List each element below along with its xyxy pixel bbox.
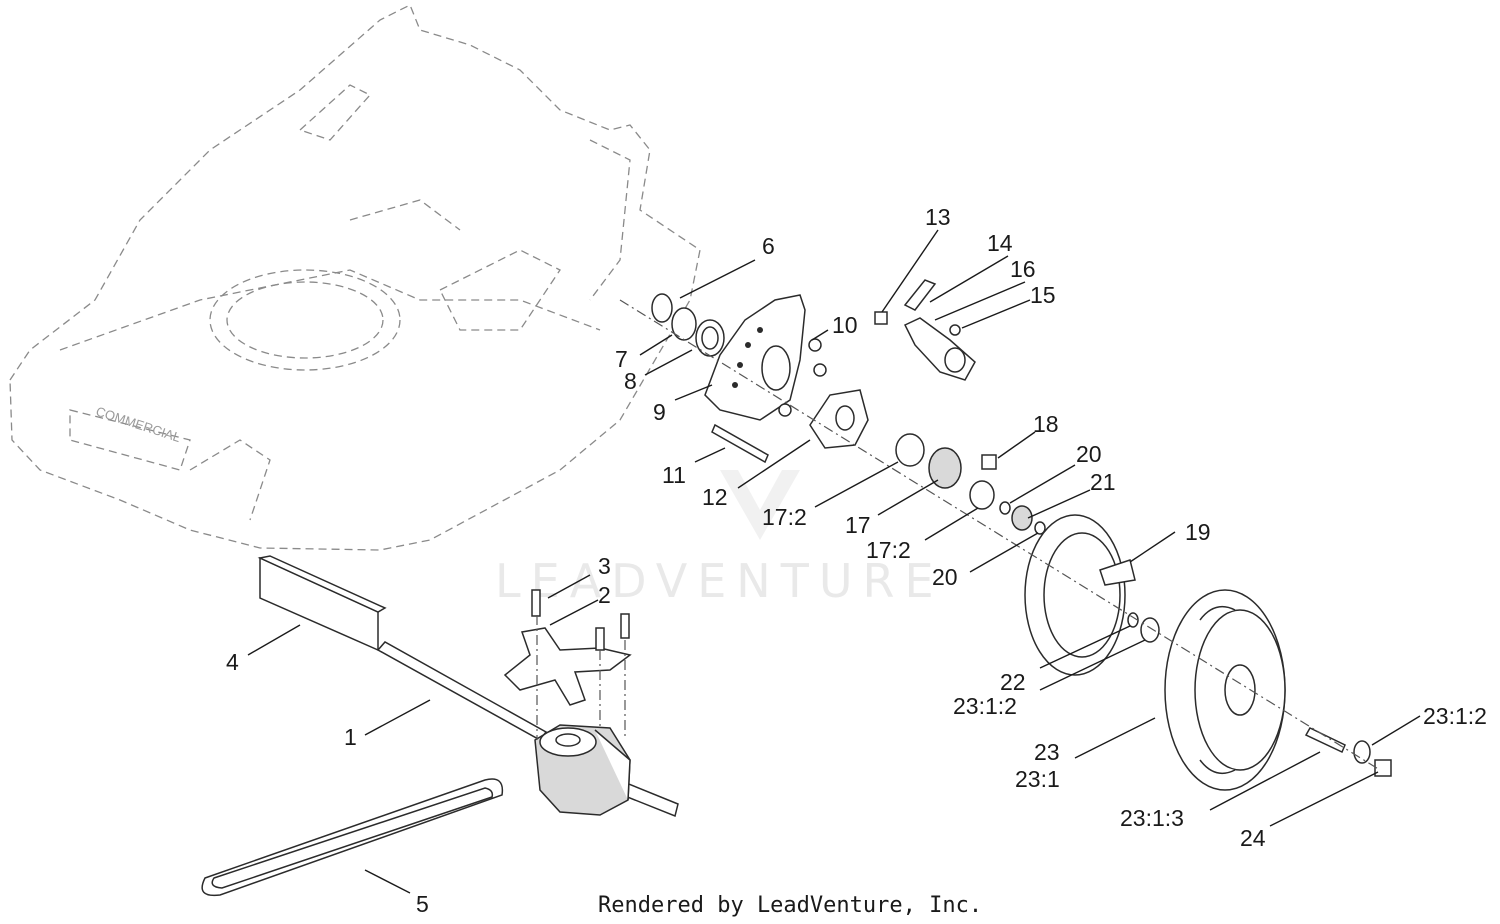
wheel-washers <box>1127 612 1160 643</box>
callout-20-upper: 20 <box>1076 441 1102 467</box>
watermark: LEADVENTURE <box>495 554 944 608</box>
mower-deck-outline <box>9 4 701 551</box>
callout-24: 24 <box>1240 825 1266 851</box>
callout-11: 11 <box>662 462 686 488</box>
callout-23-1: 23:1 <box>1015 766 1060 792</box>
wheel-hubcap <box>1024 514 1136 676</box>
drive-belt <box>201 778 504 897</box>
assembly-centerline <box>619 299 1381 771</box>
height-lever <box>874 279 976 381</box>
wheel-tire <box>1164 589 1286 791</box>
callout-4: 4 <box>226 649 239 675</box>
hub-spacers <box>895 433 1046 535</box>
callout-22: 22 <box>1000 669 1026 695</box>
callout-23-1-2-left: 23:1:2 <box>953 693 1017 719</box>
axle-hardware <box>1304 727 1392 777</box>
callout-7: 7 <box>615 346 628 372</box>
footer-credit: Rendered by LeadVenture, Inc. <box>598 893 982 918</box>
callout-20-lower: 20 <box>932 564 958 590</box>
callout-13: 13 <box>925 204 951 230</box>
leader-lines <box>247 229 1421 894</box>
callout-labels: 1 2 3 4 5 6 7 8 9 10 11 12 13 14 15 16 1… <box>226 204 1487 917</box>
callout-10: 10 <box>832 312 858 338</box>
callout-3: 3 <box>598 553 611 579</box>
adjuster-bolts <box>778 338 827 417</box>
transmission <box>534 724 631 816</box>
callout-23: 23 <box>1034 739 1060 765</box>
callout-15: 15 <box>1030 282 1056 308</box>
deck-brand-label: COMMERCIAL <box>94 404 182 445</box>
callout-16: 16 <box>1010 256 1036 282</box>
callout-1: 1 <box>344 724 357 750</box>
callout-18: 18 <box>1033 411 1059 437</box>
wheel-arm <box>809 389 869 449</box>
callout-14: 14 <box>987 230 1013 256</box>
callout-17-2-upper: 17:2 <box>762 504 807 530</box>
callout-6: 6 <box>762 233 775 259</box>
pivot-bar <box>711 423 769 464</box>
callout-9: 9 <box>653 399 666 425</box>
height-adjuster-plate <box>704 294 806 421</box>
callout-23-1-3: 23:1:3 <box>1120 805 1184 831</box>
transmission-bracket <box>503 589 632 740</box>
callout-23-1-2-right: 23:1:2 <box>1423 703 1487 729</box>
callout-2: 2 <box>598 582 611 608</box>
callout-5: 5 <box>416 891 429 917</box>
callout-12: 12 <box>702 484 728 510</box>
callout-8: 8 <box>624 368 637 394</box>
callout-17: 17 <box>845 512 871 538</box>
callout-17-2-lower: 17:2 <box>866 537 911 563</box>
shaft-cover <box>257 555 387 652</box>
callout-19: 19 <box>1185 519 1211 545</box>
callout-21: 21 <box>1090 469 1116 495</box>
